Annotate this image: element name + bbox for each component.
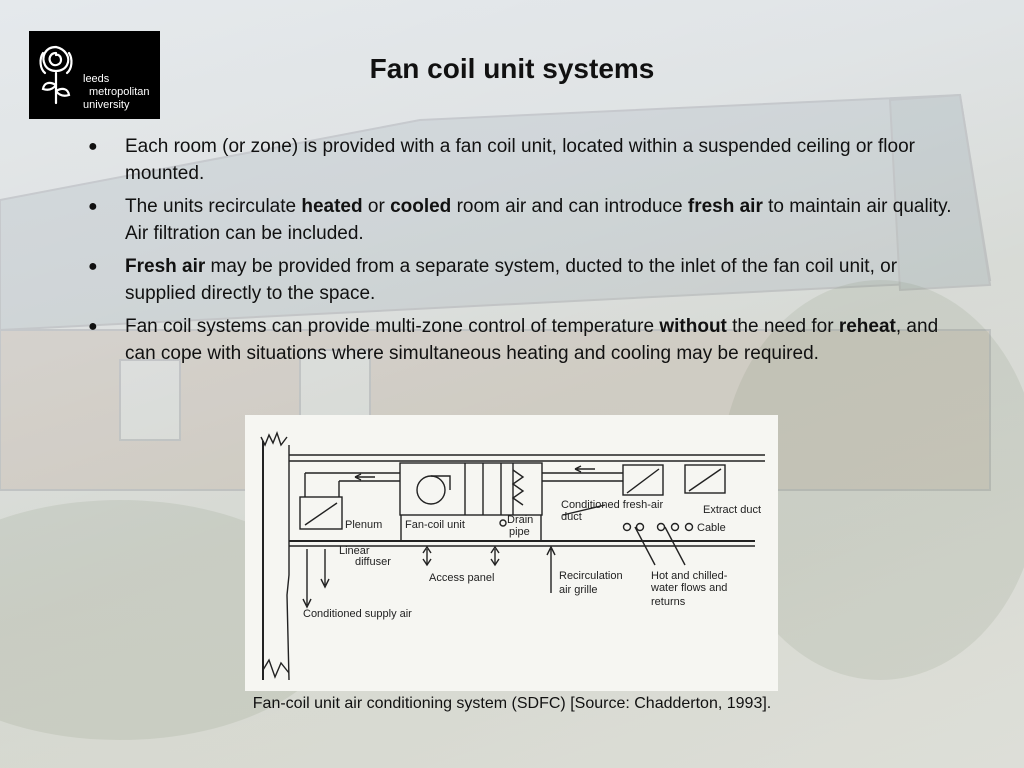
bullet-bold-text: reheat — [838, 316, 896, 337]
bullet-text: room air and can introduce — [451, 196, 688, 217]
label-recirculation: Recirculation — [559, 570, 623, 582]
label-returns: returns — [651, 596, 686, 608]
label-linear: Linear — [339, 545, 370, 557]
bullet-dot-icon: ● — [88, 258, 98, 275]
bullet-bold-text: without — [659, 316, 727, 337]
bullet-dot-icon: ● — [88, 198, 98, 215]
bullet-text: the need for — [726, 316, 839, 337]
label-air-grille: air grille — [559, 584, 598, 596]
logo-text-line2: metropolitan — [89, 86, 150, 98]
label-hot-chilled: Hot and chilled- — [651, 570, 728, 582]
bullet-item: ● Fresh air may be provided from a separa… — [88, 253, 962, 307]
rose-icon — [39, 45, 73, 105]
bullet-text: Each room (or zone) is provided with a f… — [125, 136, 915, 184]
label-access-panel: Access panel — [429, 572, 494, 584]
label-pipe: pipe — [509, 526, 530, 538]
bullet-item: ●The units recirculate heated or cooled … — [88, 193, 962, 247]
bullet-dot-icon: ● — [88, 138, 98, 155]
label-conditioned-supply-air: Conditioned supply air — [303, 608, 412, 620]
bullet-bold-text: heated — [301, 196, 363, 217]
bullet-dot-icon: ● — [88, 318, 98, 335]
label-fan-coil-unit: Fan-coil unit — [405, 519, 465, 531]
label-duct: duct — [561, 511, 582, 523]
label-cable: Cable — [697, 522, 726, 534]
bullet-bold-text: Fresh air — [125, 256, 206, 277]
bullet-item: ● Fan coil systems can provide multi-zone… — [88, 313, 962, 367]
bullet-text: The units recirculate — [125, 196, 302, 217]
bullet-item: ● Each room (or zone) is provided with a … — [88, 133, 962, 187]
label-conditioned-fresh-air: Conditioned fresh-air — [561, 499, 663, 511]
bullet-text: , and can cope with situations where sim… — [125, 316, 939, 364]
label-drain: Drain — [507, 514, 533, 526]
bullet-bold-text: fresh air — [687, 196, 763, 217]
bullet-text: may be provided from a separate system, … — [125, 256, 898, 304]
wall-break-top — [260, 430, 288, 447]
university-logo: leeds metropolitan university — [29, 31, 160, 119]
logo-text-line1: leeds — [83, 73, 110, 85]
label-plenum: Plenum — [345, 519, 382, 531]
label-extract-duct: Extract duct — [703, 504, 761, 516]
bullet-text: or — [362, 196, 391, 217]
figure-caption: Fan-coil unit air conditioning system (S… — [252, 695, 772, 712]
label-diffuser: diffuser — [355, 556, 391, 568]
bullet-list: ● Each room (or zone) is provided with a … — [88, 133, 962, 373]
bullet-text: to maintain air quality. Air filtration … — [125, 196, 952, 244]
logo-text-line3: university — [83, 99, 130, 111]
label-water-flows: water flows and — [650, 582, 727, 594]
fan-coil-diagram: Plenum Fan-coil unit Drain pipe Conditio… — [245, 415, 778, 691]
slide-title: Fan coil unit systems — [369, 53, 655, 84]
bullet-text: Fan coil systems can provide multi-zone … — [125, 316, 660, 337]
bullet-bold-text: cooled — [390, 196, 452, 217]
